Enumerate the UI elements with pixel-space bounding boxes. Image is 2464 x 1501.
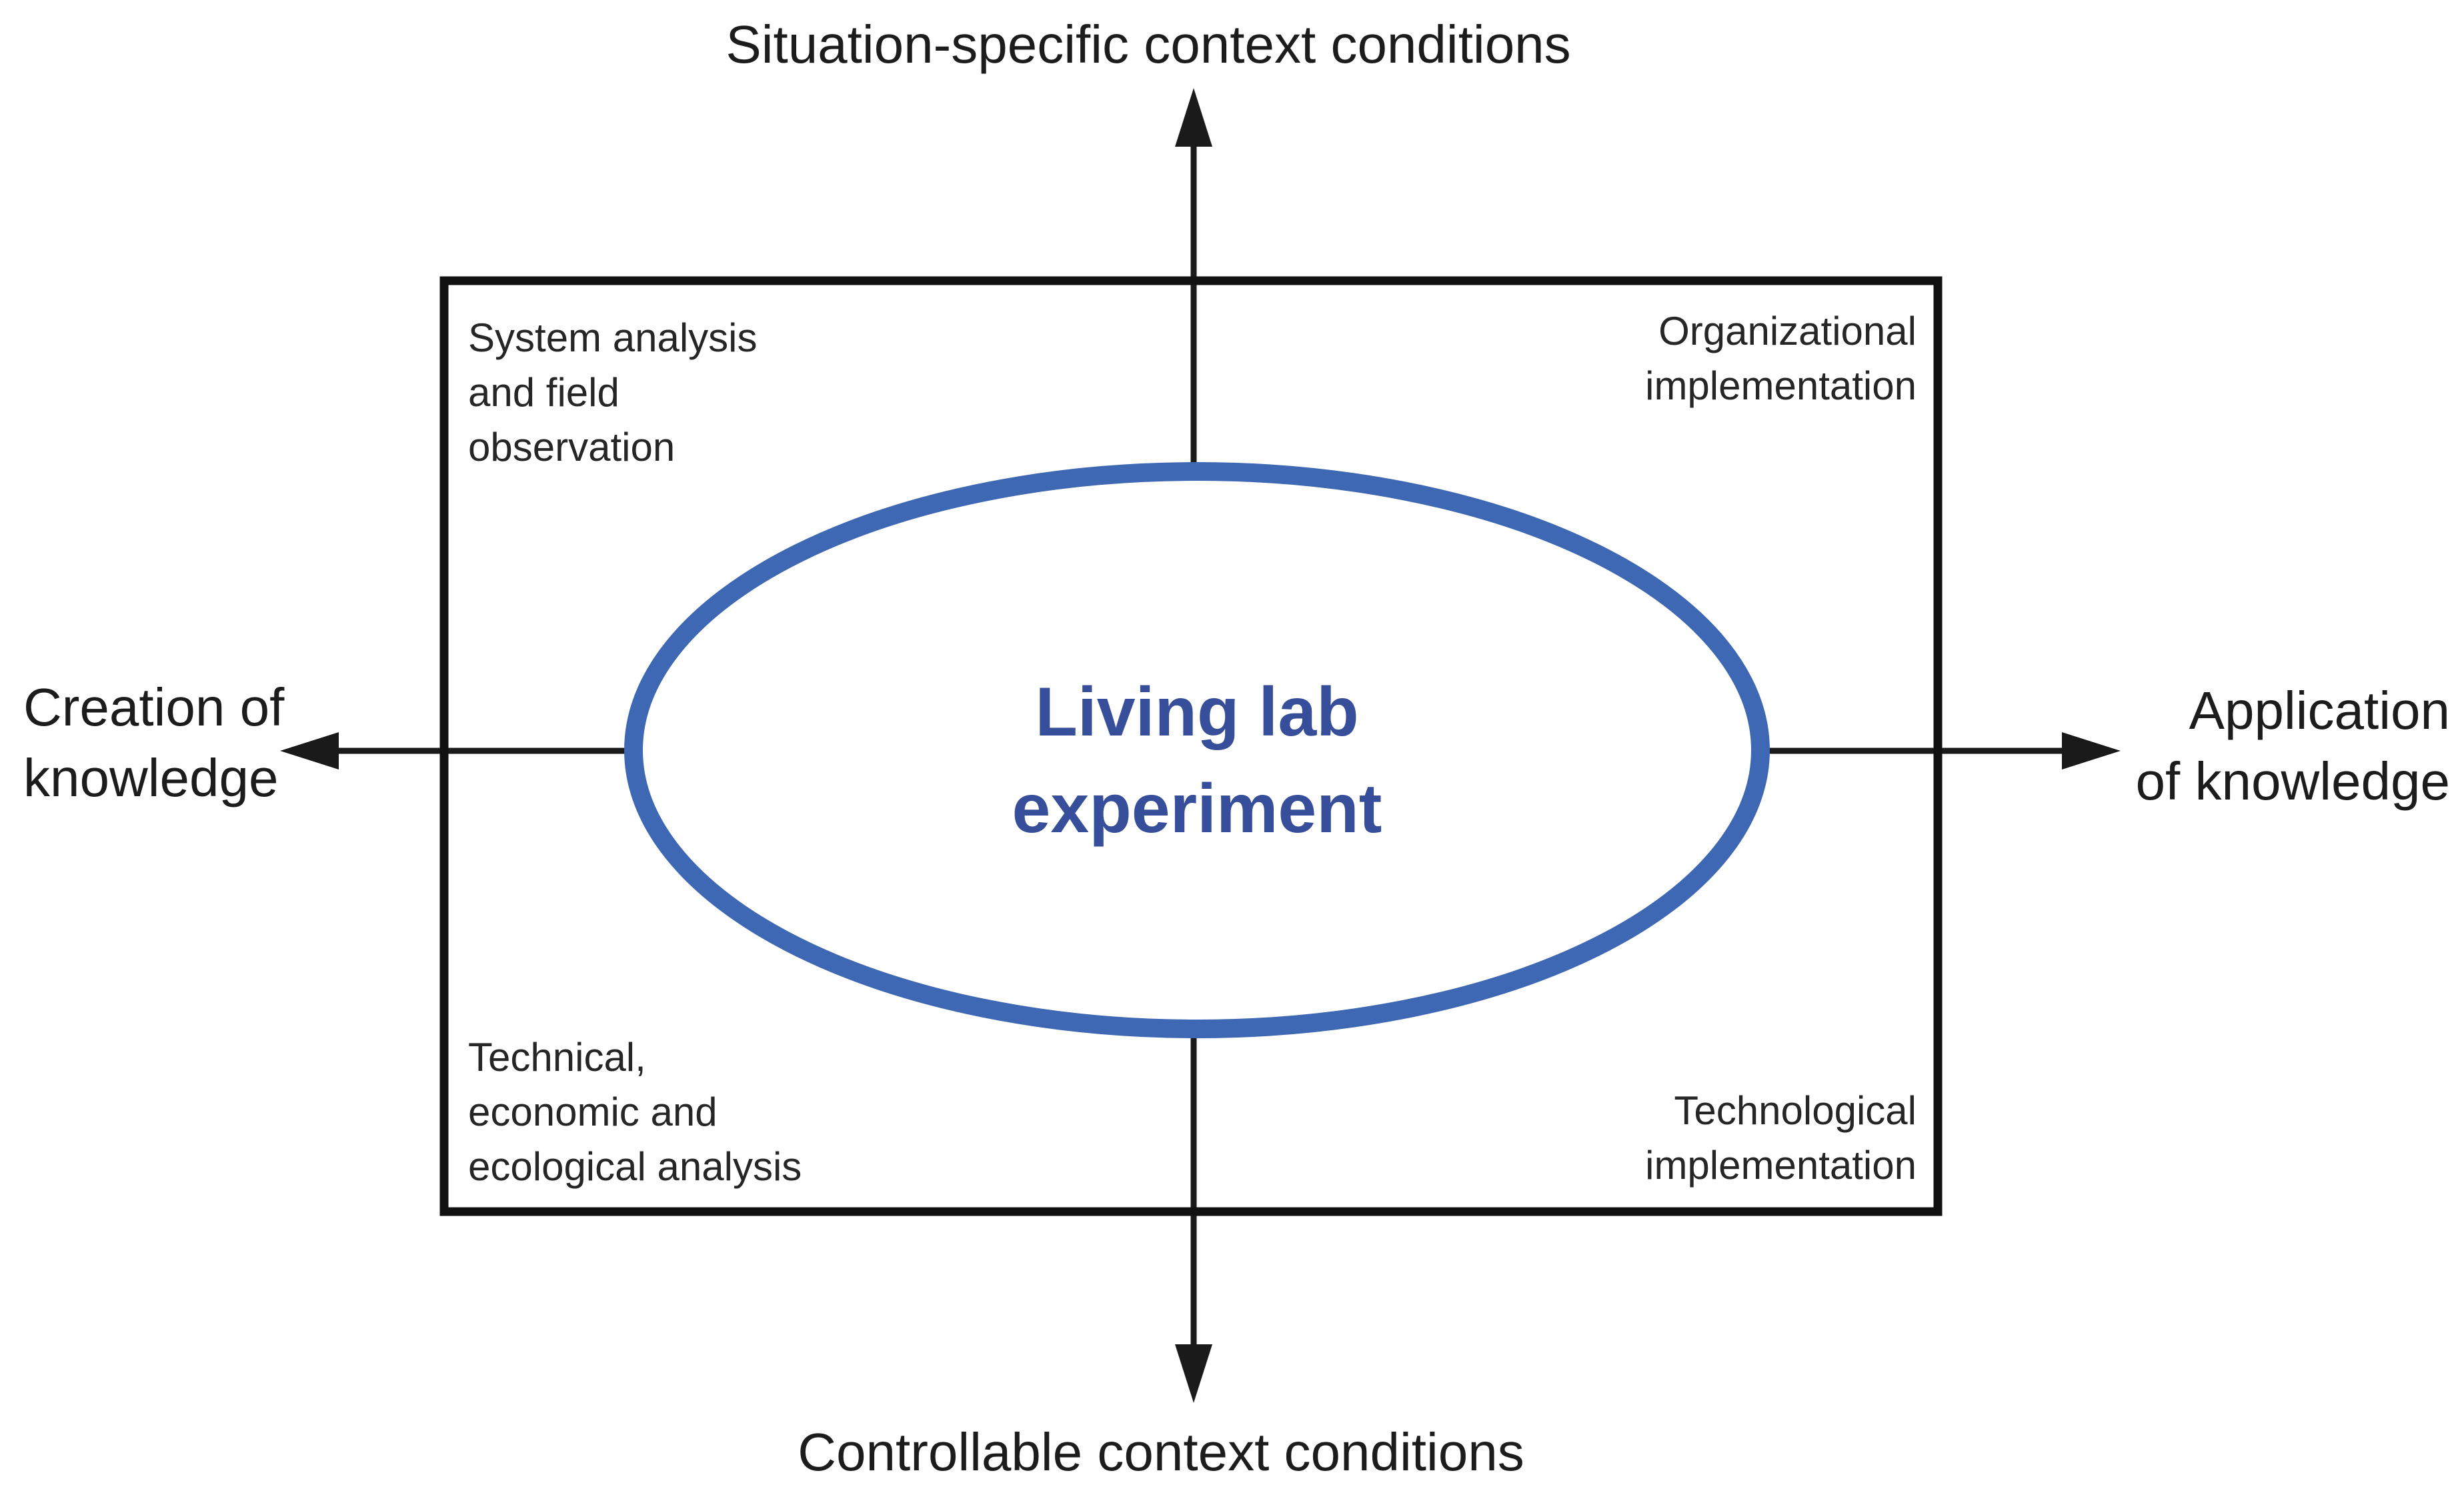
arrowhead-left-icon (280, 732, 339, 770)
quadrant-label-bottom-right: Technological implementation (1645, 1088, 1917, 1188)
axis-label-left: Creation of knowledge (23, 677, 285, 808)
quadrant-label-top-right: Organizational implementation (1645, 309, 1917, 408)
axis-label-right: Application of knowledge (2135, 681, 2450, 811)
experiment-boundary-box (439, 276, 1943, 1216)
quadrant-label-bottom-left: Technical, economic and ecological analy… (468, 1035, 802, 1189)
living-lab-ellipse (624, 462, 1770, 1038)
arrowhead-right-icon (2062, 732, 2121, 770)
arrowhead-down-icon (1175, 1344, 1212, 1403)
quadrant-label-top-left: System analysis and field observation (468, 315, 758, 469)
axis-label-bottom: Controllable context conditions (798, 1422, 1524, 1482)
axis-label-top: Situation-specific context conditions (726, 15, 1571, 74)
arrowhead-up-icon (1175, 88, 1212, 147)
center-label-living-lab-experiment: Living lab experiment (1012, 673, 1382, 848)
